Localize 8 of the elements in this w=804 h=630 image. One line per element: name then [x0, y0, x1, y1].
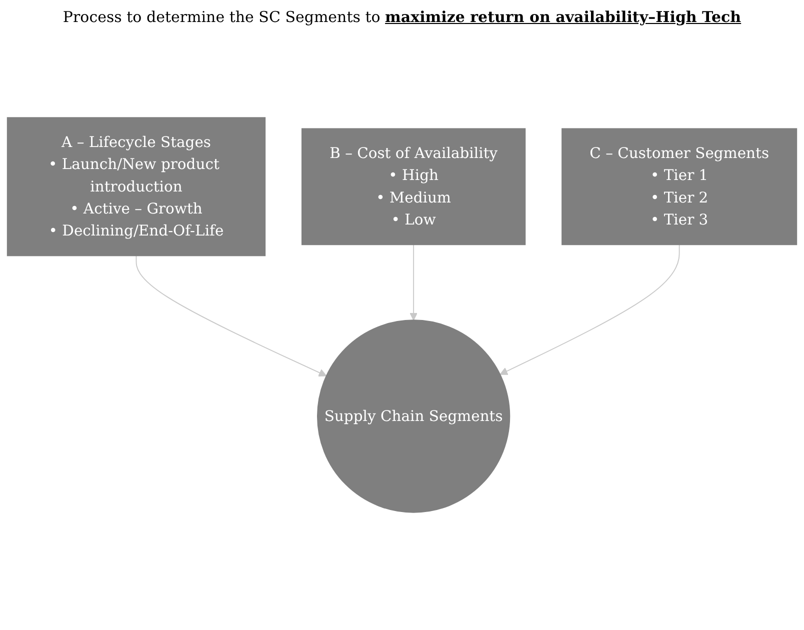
arrow [500, 244, 680, 375]
arrow [136, 255, 327, 376]
diagram-title: Process to determine the SC Segments to maximize return on availability–High Tech [62, 8, 742, 26]
node-box: C – Customer Segments • Tier 1 • Tier 2 • Tier 3 [562, 128, 798, 246]
arrow [410, 244, 418, 320]
node-box: A – Lifecycle Stages • Launch/New product introduction • Active – Growth • Declining/End-Of-Life [6, 117, 266, 256]
node-circle: Supply Chain Segments [316, 320, 510, 513]
node-box: B – Cost of Availability • High • Medium • Low [301, 128, 526, 246]
